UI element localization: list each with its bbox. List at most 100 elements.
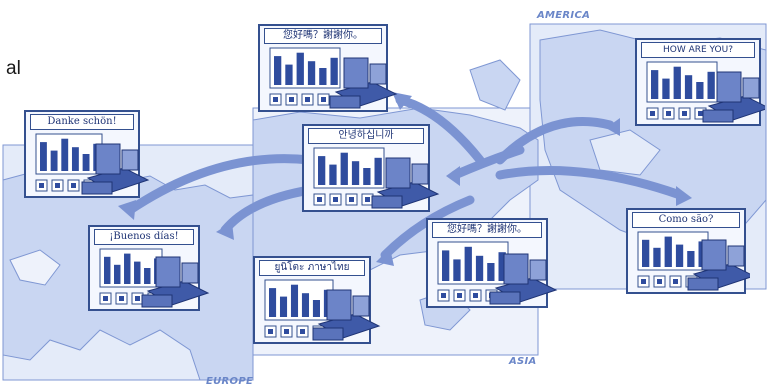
europe-label: EUROPE [206,376,254,387]
screen-graphic [637,231,750,291]
side-text-fragment: al [6,58,21,79]
card-chinese-top: 您好嗎？謝謝你。 [258,24,398,124]
machine-body [503,253,529,285]
machine-body [385,157,411,189]
control-icon-mark [284,329,289,334]
arrow-to-chinese-top [395,95,485,165]
chart-bar [82,154,90,171]
control-icon-mark [698,111,703,116]
chart-panel [646,61,718,103]
chart-panel [35,133,103,175]
america-lake [589,129,661,176]
chart-bar [662,78,670,99]
asia-label: ASIA [509,356,537,367]
card-korean: 안녕하십니까 [302,124,442,224]
chart-bar [340,152,348,185]
chart-panel [269,47,341,89]
machine-panel [727,245,745,267]
control-icon-mark [666,111,671,116]
card-title: ¡Buenos días! [94,229,194,245]
machine-tray [329,95,361,109]
control-icon-mark [673,279,678,284]
chart-bar [279,296,288,317]
chart-bar [290,284,299,317]
screen-graphic [99,248,210,308]
screen-graphic [269,47,398,109]
control-icon-mark [473,293,478,298]
chart-bar [684,75,693,99]
machine-body [95,143,121,175]
control-icon-mark [119,296,124,301]
machine-tray [371,195,403,209]
flow-arrows [125,95,685,260]
chart-bar [134,261,141,284]
chart-bar [274,56,282,85]
machine-body [343,57,369,89]
chart-bar [475,255,484,281]
control-icon-mark [682,111,687,116]
card-title: 您好嗎？謝謝你。 [264,28,382,44]
arrow-heads [118,92,692,266]
card-title: ยูนิโตะ ภาษาไทย [259,260,365,276]
control-icon-mark [349,197,354,202]
machine-panel [369,63,387,85]
chart-bar [351,161,360,185]
machine-tray [687,277,719,291]
machine-tray [141,294,173,308]
chart-bar [318,156,326,185]
chart-bar [61,138,69,171]
machine-panel [742,77,760,99]
chart-bar [696,82,704,99]
chart-bar [319,68,327,85]
chart-bar [50,150,58,171]
control-icon-mark [650,111,655,116]
card-title: HOW ARE YOU? [641,42,755,58]
chart-bar [707,71,715,99]
chart-bar [653,247,661,267]
control-icon-mark [300,329,305,334]
asia-island-north [469,59,521,111]
chart-bar [464,246,472,281]
machine-body [701,239,727,271]
chart-bar [675,244,684,267]
screen-graphic [646,61,765,123]
chart-panel [264,279,334,321]
screen-graphic [35,133,150,195]
machine-panel [352,295,370,317]
arrowhead-portuguese [676,186,692,206]
arrow-to-thai [380,195,475,260]
machine-panel [181,262,199,284]
control-icon-mark [321,97,326,102]
chart-bar [312,300,320,317]
control-icon-mark [39,183,44,188]
chart-bar [114,264,121,284]
arrowhead-english [606,118,620,136]
machine-body [326,289,352,321]
chart-bar [664,236,672,267]
chart-bar [285,64,293,85]
chart-bar [329,164,337,185]
machine-tray [312,327,344,341]
chart-panel [437,241,509,285]
arrowhead-chinese-top [392,92,412,110]
arrowhead-spanish [216,222,234,240]
control-icon-mark [71,183,76,188]
machine-body [155,256,181,288]
screen-graphic [264,279,381,341]
chart-bar [40,142,47,171]
chart-bar [442,250,450,281]
screen-graphic [313,147,440,209]
chart-bar [673,66,681,99]
control-icon-mark [365,197,370,202]
control-icon-mark [441,293,446,298]
chart-bar [498,252,506,281]
card-thai: ยูนิโตะ ภาษาไทย [253,256,388,366]
control-icon-mark [657,279,662,284]
chart-bar [330,57,338,85]
arrow-to-portuguese [495,166,685,200]
card-spanish: ¡Buenos días! [88,225,218,325]
machine-tray [81,181,113,195]
chart-bar [642,239,650,267]
card-title: 您好嗎？謝謝你。 [432,222,542,238]
